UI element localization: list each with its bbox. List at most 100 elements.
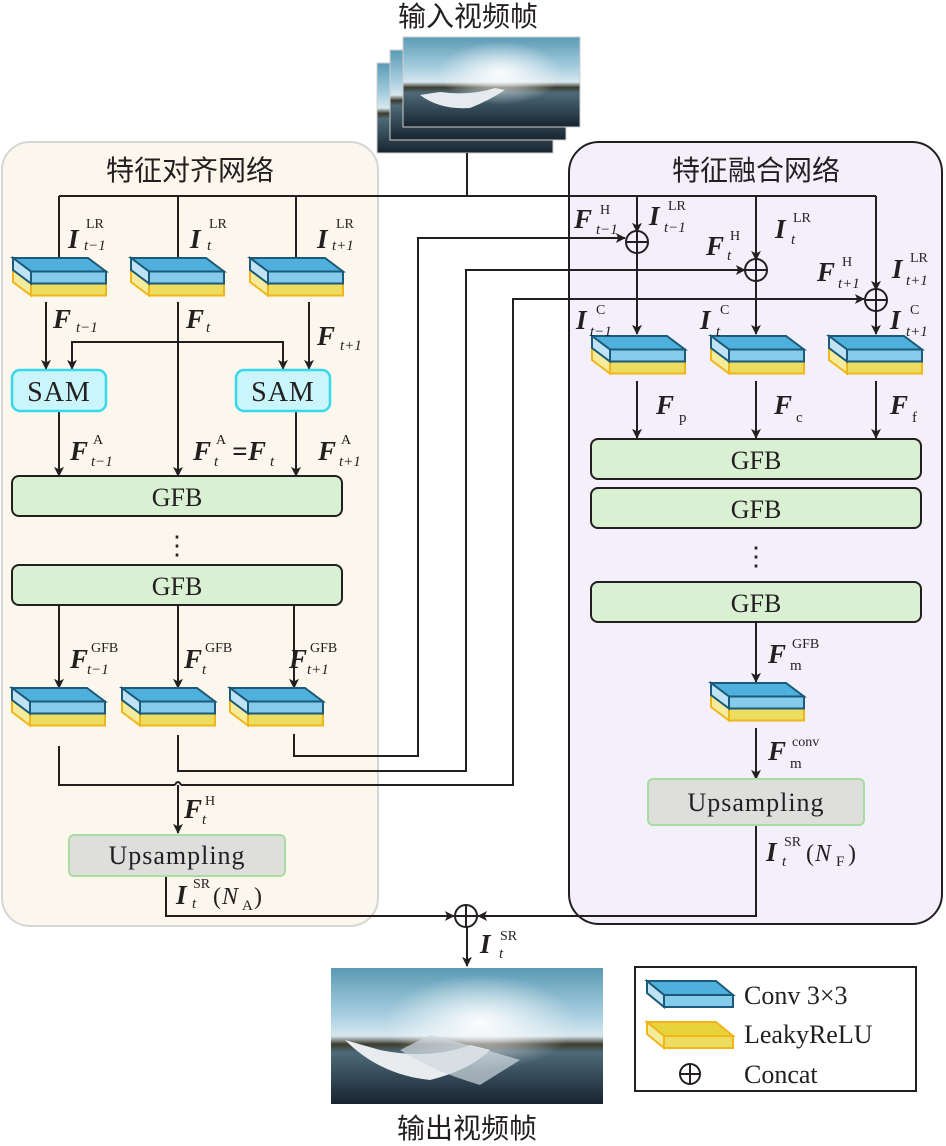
conv-block-gfb-t	[119, 686, 218, 728]
svg-text:LR: LR	[336, 217, 355, 232]
concat-icon	[679, 1063, 701, 1085]
svg-text:F: F	[185, 304, 204, 334]
svg-text:F: F	[816, 257, 835, 287]
svg-text:t: t	[270, 454, 275, 470]
svg-text:): )	[848, 841, 856, 867]
legend-label-leakyrelu: LeakyReLU	[744, 1020, 873, 1049]
svg-text:p: p	[679, 410, 687, 426]
sam-block-right: SAM	[234, 368, 332, 413]
svg-text:F: F	[889, 390, 908, 420]
svg-text:A: A	[216, 433, 227, 448]
svg-text:t: t	[202, 812, 207, 828]
svg-text:F: F	[288, 644, 307, 674]
svg-text:LR: LR	[910, 251, 929, 266]
alignment-gfb-2: GFB	[11, 564, 343, 606]
svg-text:GFB: GFB	[91, 641, 118, 656]
svg-text:F: F	[192, 436, 211, 466]
output-frame-image	[331, 968, 603, 1104]
alignment-panel-title: 特征对齐网络	[106, 154, 274, 187]
svg-text:F: F	[317, 436, 336, 466]
svg-text:LR: LR	[668, 199, 687, 214]
svg-text:F: F	[69, 436, 88, 466]
svg-text:C: C	[596, 303, 605, 318]
svg-text:t−1: t−1	[84, 238, 106, 254]
svg-text:t+1: t+1	[332, 238, 354, 254]
svg-text:GFB: GFB	[310, 641, 337, 656]
svg-text:Upsampling: Upsampling	[687, 788, 824, 817]
input-frames-title: 输入视频帧	[398, 0, 538, 33]
svg-text:N: N	[814, 841, 833, 867]
svg-text:I: I	[175, 880, 188, 910]
svg-text:LR: LR	[86, 217, 105, 232]
sam-block-left: SAM	[10, 368, 108, 413]
conv-block-gfb-t+1	[227, 686, 326, 728]
svg-text:I: I	[575, 305, 588, 335]
svg-text:F: F	[183, 794, 202, 824]
svg-text:I: I	[648, 201, 661, 231]
svg-text:t−1: t−1	[664, 220, 686, 236]
fusion-upsampling: Upsampling	[647, 778, 865, 826]
svg-text:t+1: t+1	[340, 338, 362, 354]
svg-text:(: (	[213, 884, 221, 910]
svg-text:F: F	[183, 644, 202, 674]
concat-icon	[454, 904, 478, 928]
svg-text:H: H	[842, 255, 852, 270]
svg-text:I: I	[889, 305, 902, 335]
svg-text:F: F	[52, 304, 71, 334]
svg-text:I: I	[67, 224, 80, 254]
legend-label-concat: Concat	[744, 1060, 818, 1089]
svg-text:t+1: t+1	[339, 454, 361, 470]
svg-text:t: t	[499, 946, 504, 962]
svg-text:C: C	[720, 303, 729, 318]
svg-text:F: F	[573, 204, 592, 234]
svg-text:t: t	[727, 248, 732, 264]
svg-text:GFB: GFB	[152, 572, 203, 601]
svg-text:t−1: t−1	[596, 222, 618, 238]
input-frames-stack	[376, 36, 581, 154]
svg-text:A: A	[341, 433, 352, 448]
output-frames-title: 输出视频帧	[397, 1112, 537, 1145]
conv-block-fusion-c	[708, 334, 807, 376]
svg-text:m: m	[790, 756, 802, 772]
svg-text:t: t	[202, 662, 207, 678]
svg-text:f: f	[912, 410, 917, 426]
legend: Conv 3×3 LeakyReLU Concat	[634, 966, 917, 1092]
svg-text:F: F	[247, 436, 266, 466]
svg-text:F: F	[705, 231, 724, 261]
concat-icon	[864, 288, 888, 312]
svg-text:F: F	[316, 321, 335, 351]
svg-text:t+1: t+1	[906, 273, 928, 289]
fusion-gfb-1: GFB	[590, 438, 922, 480]
svg-text:F: F	[773, 390, 792, 420]
conv-block-align-t-1	[10, 256, 109, 298]
svg-text:t: t	[214, 454, 219, 470]
svg-text:SR: SR	[500, 929, 518, 944]
svg-text:H: H	[730, 229, 740, 244]
svg-text:SR: SR	[784, 835, 802, 850]
svg-text:t−1: t−1	[87, 662, 109, 678]
svg-text:t−1: t−1	[76, 320, 98, 336]
svg-text:): )	[254, 884, 262, 910]
svg-text:t: t	[192, 896, 197, 912]
conv-block-fusion-p	[589, 334, 688, 376]
svg-text:F: F	[655, 390, 674, 420]
